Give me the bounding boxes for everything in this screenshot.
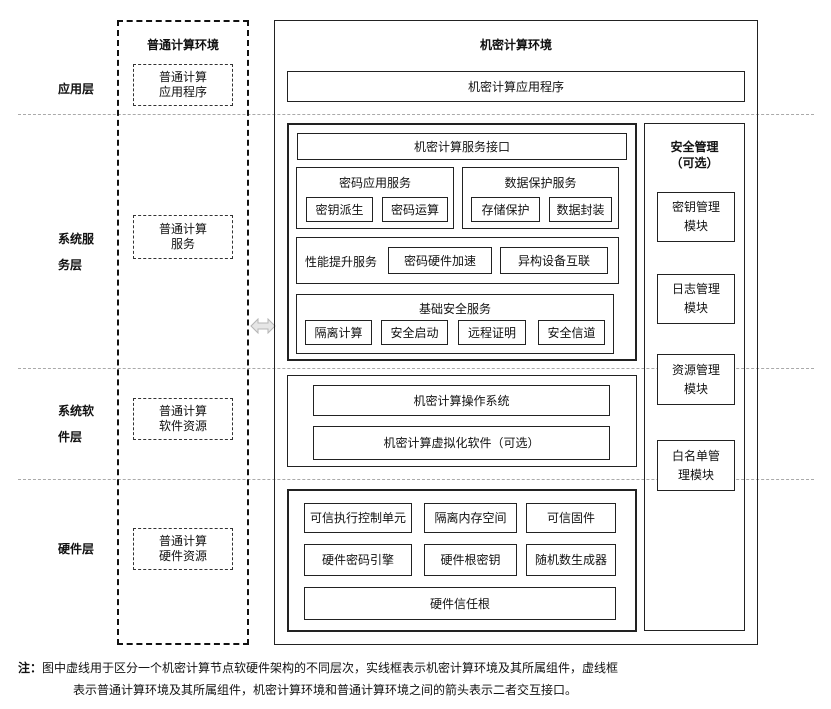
crypto-service-group bbox=[296, 167, 454, 229]
hw-root-key-box: 硬件根密钥 bbox=[424, 544, 517, 576]
normal-env-title: 普通计算环境 bbox=[146, 38, 219, 52]
basic-security-title: 基础安全服务 bbox=[418, 302, 491, 316]
software-layer-group bbox=[287, 375, 637, 467]
data-protect-title: 数据保护服务 bbox=[504, 176, 577, 190]
data-seal-box: 数据封装 bbox=[549, 197, 612, 222]
hw-crypto-engine-box: 硬件密码引擎 bbox=[304, 544, 412, 576]
secure-env-frame bbox=[274, 20, 758, 645]
layer-label-hardware: 硬件层 bbox=[58, 542, 95, 556]
isolated-compute-box: 隔离计算 bbox=[305, 320, 372, 345]
layer-label-app: 应用层 bbox=[58, 82, 95, 96]
hw-root-of-trust-box: 硬件信任根 bbox=[304, 587, 616, 620]
secure-channel-box: 安全信道 bbox=[538, 320, 605, 345]
footnote-line1: 注：图中虚线用于区分一个机密计算节点软硬件架构的不同层次，实线框表示机密计算环境… bbox=[18, 658, 818, 678]
footnote-line2: 表示普通计算环境及其所属组件，机密计算环境和普通计算环境之间的箭头表示二者交互接… bbox=[73, 680, 813, 700]
trusted-exec-unit-box: 可信执行控制单元 bbox=[304, 503, 412, 533]
data-protect-group bbox=[462, 167, 619, 229]
footnote-text2: 表示普通计算环境及其所属组件，机密计算环境和普通计算环境之间的箭头表示二者交互接… bbox=[73, 683, 578, 697]
remote-attest-box: 远程证明 bbox=[458, 320, 526, 345]
resource-mgmt-module-box: 资源管理 模块 bbox=[657, 354, 735, 405]
perf-service-title: 性能提升服务 bbox=[305, 255, 378, 269]
log-mgmt-module-box: 日志管理 模块 bbox=[657, 274, 735, 324]
basic-security-group bbox=[296, 294, 614, 354]
storage-protect-box: 存储保护 bbox=[471, 197, 540, 222]
hardware-layer-group bbox=[287, 489, 637, 632]
normal-hardware-box: 普通计算 硬件资源 bbox=[133, 528, 233, 570]
security-mgmt-group bbox=[644, 123, 745, 631]
service-layer-group bbox=[287, 123, 637, 361]
hetero-device-box: 异构设备互联 bbox=[500, 247, 608, 274]
normal-software-box: 普通计算 软件资源 bbox=[133, 398, 233, 440]
normal-service-box: 普通计算 服务 bbox=[133, 215, 233, 259]
crypto-service-title: 密码应用服务 bbox=[338, 176, 411, 190]
secure-boot-box: 安全启动 bbox=[381, 320, 448, 345]
normal-app-box: 普通计算 应用程序 bbox=[133, 64, 233, 106]
secure-env-title: 机密计算环境 bbox=[479, 38, 552, 52]
secure-app-box: 机密计算应用程序 bbox=[287, 71, 745, 102]
layer-separator-app bbox=[18, 114, 814, 115]
crypto-hw-accel-box: 密码硬件加速 bbox=[388, 247, 492, 274]
key-mgmt-module-box: 密钥管理 模块 bbox=[657, 192, 735, 242]
layer-label-system-service: 系统服 务层 bbox=[58, 232, 95, 272]
key-derivation-box: 密钥派生 bbox=[306, 197, 373, 222]
isolated-memory-box: 隔离内存空间 bbox=[424, 503, 517, 533]
trusted-firmware-box: 可信固件 bbox=[526, 503, 616, 533]
secure-virt-box: 机密计算虚拟化软件（可选） bbox=[313, 426, 610, 460]
whitelist-mgmt-module-box: 白名单管 理模块 bbox=[657, 440, 735, 491]
service-interface-box: 机密计算服务接口 bbox=[297, 133, 627, 160]
layer-label-system-software: 系统软 件层 bbox=[58, 404, 95, 444]
security-mgmt-title: 安全管理 （可选） bbox=[670, 140, 719, 170]
normal-env-frame bbox=[117, 20, 249, 645]
rng-box: 随机数生成器 bbox=[526, 544, 616, 576]
secure-os-box: 机密计算操作系统 bbox=[313, 385, 610, 416]
double-arrow-icon bbox=[250, 318, 276, 334]
footnote-prefix: 注： bbox=[18, 661, 43, 675]
crypto-operation-box: 密码运算 bbox=[382, 197, 448, 222]
layer-separator-software bbox=[18, 479, 814, 480]
layer-separator-service bbox=[18, 368, 814, 369]
perf-service-group bbox=[296, 237, 619, 284]
footnote-text1: 图中虚线用于区分一个机密计算节点软硬件架构的不同层次，实线框表示机密计算环境及其… bbox=[42, 661, 619, 675]
